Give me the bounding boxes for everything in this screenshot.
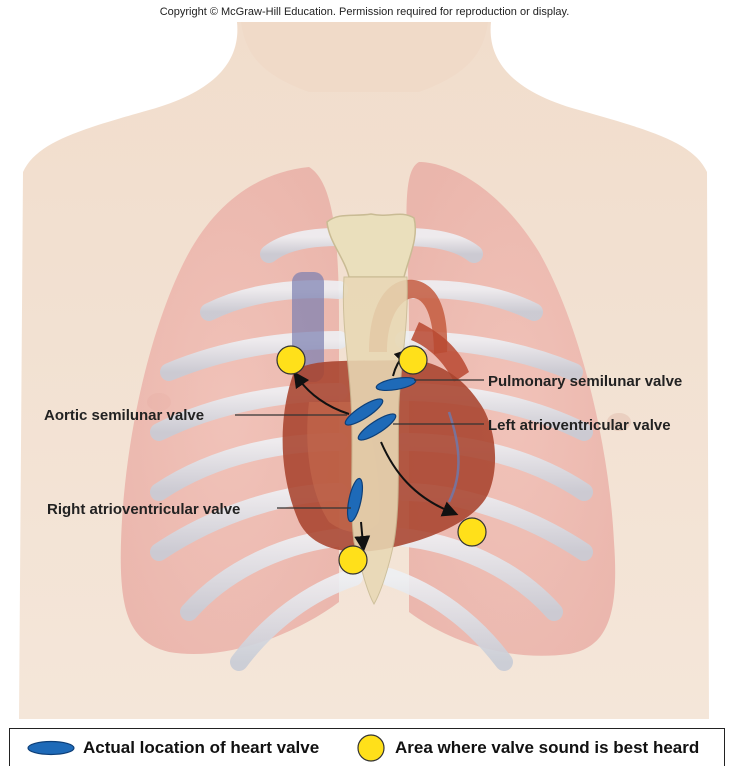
copyright-notice: Copyright © McGraw-Hill Education. Permi… (0, 6, 729, 18)
chest-anatomy-illustration: Pulmonary semilunar valve Aortic semilun… (9, 22, 720, 719)
mitral-sound-area (458, 518, 486, 546)
right-av-valve-label: Right atrioventricular valve (47, 501, 240, 518)
legend-sound-area-text: Area where valve sound is best heard (395, 738, 699, 758)
pulmonary-sound-area (399, 346, 427, 374)
aortic-valve-label: Aortic semilunar valve (44, 407, 204, 424)
legend-valve-icon (26, 739, 78, 757)
tricuspid-sound-area (339, 546, 367, 574)
legend-panel: Actual location of heart valve Area wher… (9, 728, 725, 766)
left-av-valve-label: Left atrioventricular valve (488, 417, 671, 434)
legend-valve-location-text: Actual location of heart valve (83, 738, 319, 758)
aortic-sound-area (277, 346, 305, 374)
legend-sound-area-icon (356, 733, 386, 763)
pulmonary-valve-label: Pulmonary semilunar valve (488, 373, 682, 390)
chest-illustration-svg: Pulmonary semilunar valve Aortic semilun… (9, 22, 720, 719)
